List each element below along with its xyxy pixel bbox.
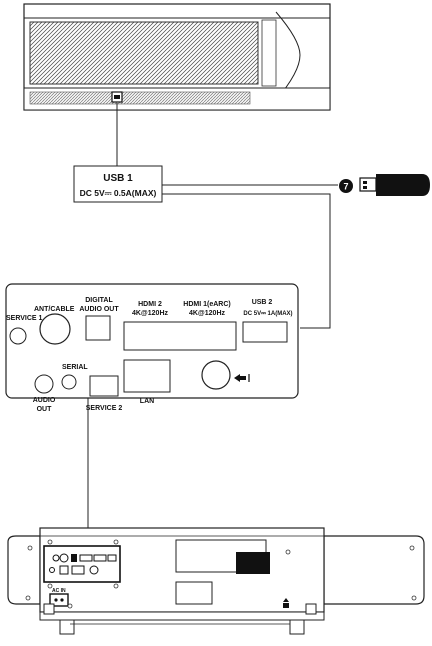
ac-in-label: AC IN <box>52 588 66 594</box>
rear-panel-detail: SERVICE 1 ANT/CABLE DIGITAL AUDIO OUT HD… <box>5 283 299 413</box>
optical-port <box>85 315 111 341</box>
service1-port <box>9 327 27 345</box>
svg-text:7: 7 <box>343 182 348 192</box>
usb-flash-drive-icon <box>359 174 430 196</box>
usb1-spec: DC 5V⎓ 0.5A(MAX) <box>80 188 157 198</box>
digital-audio-out-label-2: AUDIO OUT <box>79 306 119 313</box>
service2-label: SERVICE 2 <box>86 405 123 412</box>
ant-cable-label: ANT/CABLE <box>34 306 75 313</box>
hdmi1-label: HDMI 1(eARC) <box>183 301 230 308</box>
serial-label: SERIAL <box>62 364 88 371</box>
ac-in-socket <box>49 593 69 607</box>
usb2-label: USB 2 <box>252 299 273 306</box>
usb2-port <box>242 321 288 343</box>
arrow-icon <box>234 374 246 382</box>
stick-to-usb2-line <box>162 193 331 329</box>
hdmi2-spec: 4K@120Hz <box>132 310 169 317</box>
hdmi1-spec: 4K@120Hz <box>189 310 226 317</box>
projector-rear-view: AC IN <box>7 527 425 635</box>
usb1-callout: USB 1 DC 5V⎓ 0.5A(MAX) <box>73 165 163 203</box>
io-module <box>43 545 121 583</box>
audio-out-port <box>34 374 54 394</box>
serial-port <box>61 374 77 390</box>
lan-label: LAN <box>140 398 154 405</box>
digital-audio-out-label-1: DIGITAL <box>85 297 113 304</box>
audio-out-label-1: AUDIO <box>33 397 56 404</box>
vent-grille <box>29 21 259 85</box>
service1-label: SERVICE 1 <box>6 315 43 322</box>
ant-cable-port <box>39 313 71 345</box>
round-port <box>201 360 231 390</box>
hdmi-ports-block <box>123 321 237 351</box>
usb2-spec: DC 5V⎓ 1A(MAX) <box>243 311 292 317</box>
black-plate <box>236 552 270 574</box>
lock-icon <box>283 598 289 602</box>
small-plate <box>175 581 213 605</box>
hdmi2-label: HDMI 2 <box>138 301 162 308</box>
lan-port <box>123 359 171 393</box>
usb1-title: USB 1 <box>103 173 133 184</box>
audio-out-label-2: OUT <box>37 406 53 413</box>
step-badge: 7 <box>339 179 353 193</box>
service2-port <box>89 375 119 397</box>
projector-top-view <box>23 3 331 111</box>
